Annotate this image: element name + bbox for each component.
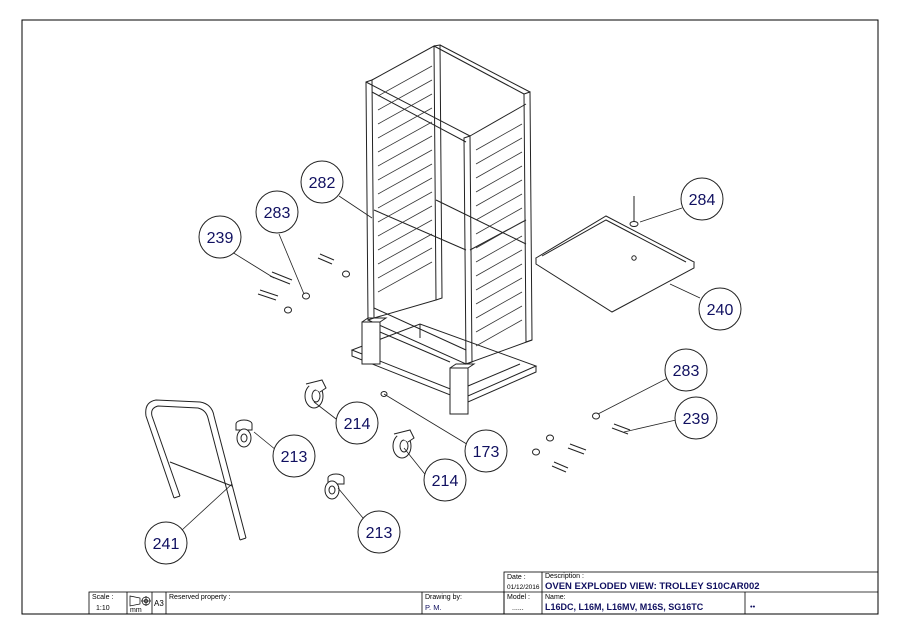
- projection-symbol-icon: [129, 595, 151, 607]
- callout-239-lower: 239: [674, 396, 718, 440]
- castor-213-upper: [235, 419, 253, 448]
- callout-label: 239: [683, 411, 710, 428]
- callout-213-lower: 213: [357, 510, 401, 554]
- trolley-base: [350, 317, 538, 415]
- description-label: Description :: [545, 573, 584, 580]
- name-value: L16DC, L16M, L16MV, M16S, SG16TC: [545, 602, 704, 612]
- callout-283-upper: 283: [255, 190, 299, 234]
- drawing-by-value: P. M.: [425, 603, 442, 612]
- reserved-property-label: Reserved property :: [169, 594, 231, 601]
- callout-213-upper: 213: [272, 434, 316, 478]
- callout-282: 282: [300, 160, 344, 204]
- callout-label: 282: [309, 175, 336, 192]
- callout-label: 239: [207, 230, 234, 247]
- callout-label: 213: [366, 525, 393, 542]
- callout-label: 173: [473, 444, 500, 461]
- callout-label: 283: [264, 205, 291, 222]
- castor-214-upper: [304, 379, 327, 409]
- pins-and-nuts-right: [532, 412, 631, 473]
- name-label: Name:: [545, 594, 566, 601]
- callout-241: 241: [144, 521, 188, 565]
- leader-lines: [181, 195, 701, 531]
- callout-173: 173: [464, 429, 508, 473]
- screw-284-part: [629, 196, 639, 227]
- trolley-rack-part: [365, 44, 533, 365]
- sheet-extra-mark: ••: [750, 602, 756, 611]
- drawing-by-label: Drawing by:: [425, 594, 462, 601]
- callout-label: 284: [689, 192, 716, 209]
- callout-label: 283: [673, 363, 700, 380]
- right-tray-runners: [475, 123, 523, 347]
- scale-value: 1:10: [96, 605, 110, 612]
- callout-label: 214: [344, 416, 371, 433]
- castor-213-lower: [324, 473, 345, 500]
- model-label: Model :: [507, 594, 530, 601]
- callout-label: 240: [707, 302, 734, 319]
- castor-214-lower: [392, 429, 415, 459]
- left-tray-runners: [377, 65, 433, 293]
- callout-240: 240: [698, 287, 742, 331]
- callout-label: 213: [281, 449, 308, 466]
- date-value: 01/12/2016: [507, 584, 540, 591]
- date-label: Date :: [507, 574, 526, 581]
- callout-214-lower: 214: [423, 458, 467, 502]
- unit-label: mm: [130, 607, 142, 614]
- callout-239-upper: 239: [198, 215, 242, 259]
- handle-241-part: [145, 399, 247, 541]
- model-value: ......: [512, 605, 524, 612]
- description-value: OVEN EXPLODED VIEW: TROLLEY S10CAR002: [545, 581, 760, 592]
- callout-283-lower: 283: [664, 348, 708, 392]
- drawing-frame: [21, 19, 879, 615]
- scale-label: Scale :: [92, 594, 113, 601]
- tray-part: [535, 215, 696, 313]
- callout-284: 284: [680, 177, 724, 221]
- callout-label: 214: [432, 473, 459, 490]
- title-block: [88, 571, 879, 615]
- callout-214-upper: 214: [335, 401, 379, 445]
- pins-and-nuts-left: [257, 253, 350, 314]
- sheet-size: A3: [154, 599, 164, 608]
- callout-label: 241: [153, 536, 180, 553]
